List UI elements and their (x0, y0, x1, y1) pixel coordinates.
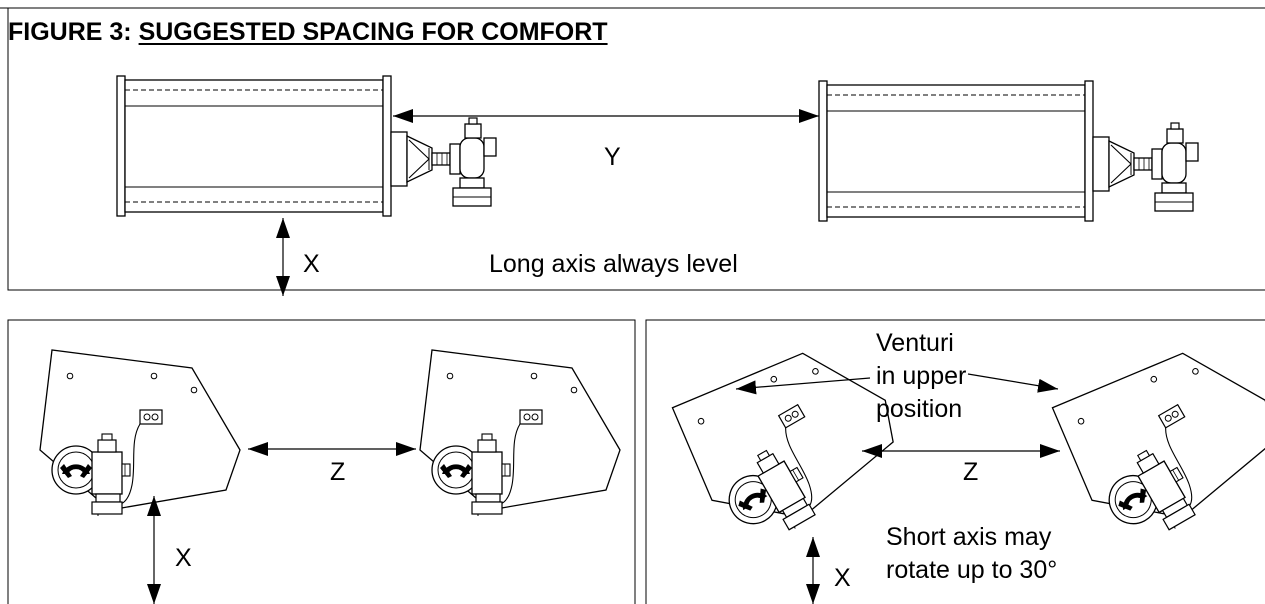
bottom-right-x-label: X (834, 564, 851, 592)
long-axis-note: Long axis always level (489, 250, 738, 278)
short-axis-note-line2: rotate up to 30° (886, 556, 1058, 584)
rotated-front-heater-b (1041, 313, 1265, 560)
bottom-left-panel-frame (7, 319, 636, 604)
venturi-label-line3: position (876, 395, 963, 423)
left-front-heater-b (419, 349, 621, 519)
venturi-pointer-right (967, 373, 1059, 393)
bottom-right-z-label: Z (963, 458, 979, 486)
bottom-left-z-label: Z (330, 458, 346, 486)
venturi-label-line1: Venturi (876, 329, 954, 357)
bottom-left-x-label: X (175, 544, 192, 572)
bottom-right-panel-frame (645, 319, 1265, 604)
left-front-heater-a (39, 349, 241, 519)
figure-title-text: SUGGESTED SPACING FOR COMFORT (138, 18, 608, 46)
venturi-label-line2: in upper (876, 362, 967, 390)
top-panel-bottom-border (7, 8, 1265, 291)
right-long-heater (818, 80, 1199, 222)
y-label: Y (604, 143, 621, 171)
venturi-pointer-left (735, 377, 871, 395)
top-x-label: X (303, 250, 320, 278)
short-axis-note-line1: Short axis may (886, 523, 1052, 551)
left-long-heater (116, 75, 497, 217)
figure-number: FIGURE 3: (8, 18, 132, 46)
figure-title: FIGURE 3: SUGGESTED SPACING FOR COMFORT (8, 20, 608, 45)
